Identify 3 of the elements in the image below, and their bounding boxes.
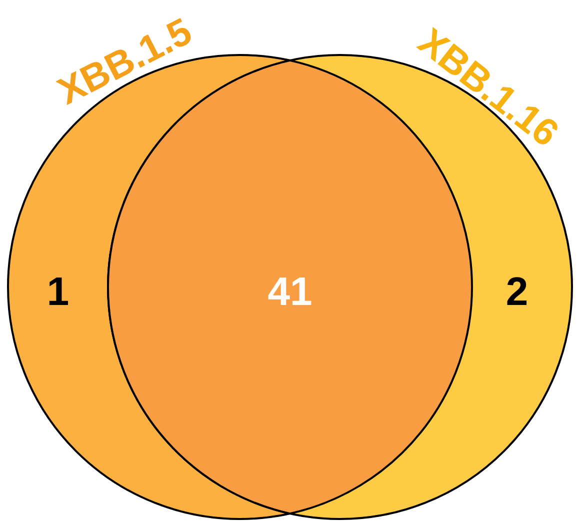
count-label: 41	[268, 272, 312, 312]
count-label: 2	[506, 272, 528, 312]
count-label: 1	[46, 272, 70, 312]
